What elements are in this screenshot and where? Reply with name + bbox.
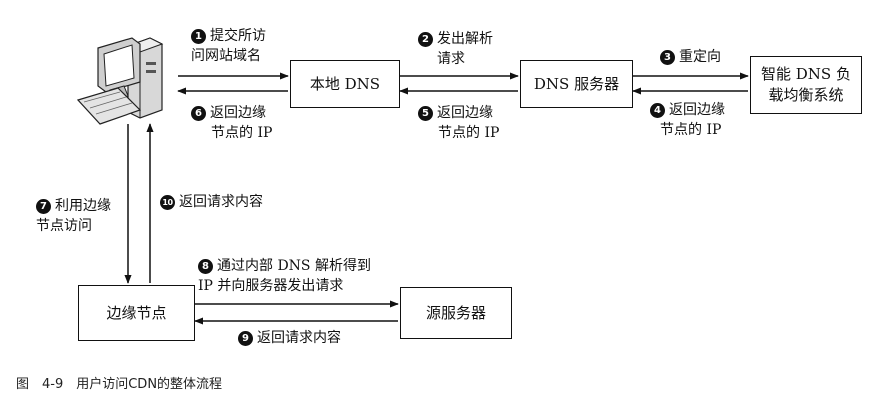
step-4-number: 4 <box>650 103 665 118</box>
step-3-text: 重定向 <box>679 49 721 65</box>
step-10-text: 返回请求内容 <box>179 194 263 210</box>
step-7-label: 7 利用边缘 节点访问 <box>36 196 111 236</box>
local-dns-label: 本地 DNS <box>309 74 381 93</box>
step-9-label: 9 返回请求内容 <box>238 328 341 348</box>
edge-node-box: 边缘节点 <box>78 285 195 341</box>
step-10-number: 10 <box>160 195 175 210</box>
step-3-number: 3 <box>660 50 675 65</box>
step-9-text: 返回请求内容 <box>257 330 341 346</box>
dns-server-label: DNS 服务器 <box>533 74 620 93</box>
smart-dns-box: 智能 DNS 负 载均衡系统 <box>750 56 862 114</box>
step-1-text-line2: 问网站域名 <box>191 48 261 64</box>
computer-icon <box>76 37 164 125</box>
dns-server-box: DNS 服务器 <box>520 60 633 108</box>
step-2-label: 2 发出解析 请求 <box>418 29 493 69</box>
step-7-number: 7 <box>36 199 51 214</box>
step-7-text-line2: 节点访问 <box>36 218 92 234</box>
step-5-text-line1: 返回边缘 <box>437 105 493 121</box>
step-1-number: 1 <box>191 29 206 44</box>
step-1-label: 1 提交所访 问网站域名 <box>191 26 266 66</box>
step-7-text-line1: 利用边缘 <box>55 198 111 214</box>
step-8-text-line2: IP 并向服务器发出请求 <box>198 278 344 294</box>
step-6-label: 6 返回边缘 节点的 IP <box>191 103 272 143</box>
origin-server-label: 源服务器 <box>425 303 486 322</box>
smart-dns-label-line2: 载均衡系统 <box>768 86 844 104</box>
step-8-number: 8 <box>198 259 213 274</box>
step-5-number: 5 <box>418 106 433 121</box>
step-4-label: 4 返回边缘 节点的 IP <box>650 100 725 140</box>
figure-caption: 图 4-9 用户访问CDN的整体流程 <box>16 377 223 392</box>
step-3-label: 3 重定向 <box>660 47 721 67</box>
origin-server-box: 源服务器 <box>400 287 512 339</box>
edge-node-label: 边缘节点 <box>106 303 167 322</box>
smart-dns-label-line1: 智能 DNS 负 <box>761 65 851 83</box>
step-5-text-line2: 节点的 IP <box>438 125 500 141</box>
step-4-text-line1: 返回边缘 <box>669 102 725 118</box>
step-2-text-line1: 发出解析 <box>437 31 493 47</box>
step-6-text-line2: 节点的 IP <box>211 125 273 141</box>
step-9-number: 9 <box>238 331 253 346</box>
step-2-text-line2: 请求 <box>437 51 465 67</box>
step-6-text-line1: 返回边缘 <box>210 105 266 121</box>
step-8-text-line1: 通过内部 DNS 解析得到 <box>217 258 371 274</box>
step-5-label: 5 返回边缘 节点的 IP <box>418 103 499 143</box>
step-10-label: 10 返回请求内容 <box>160 192 263 212</box>
step-4-text-line2: 节点的 IP <box>660 122 722 138</box>
local-dns-box: 本地 DNS <box>290 60 400 108</box>
step-2-number: 2 <box>418 32 433 47</box>
step-6-number: 6 <box>191 106 206 121</box>
step-8-label: 8 通过内部 DNS 解析得到 IP 并向服务器发出请求 <box>198 256 371 296</box>
step-1-text-line1: 提交所访 <box>210 28 266 44</box>
